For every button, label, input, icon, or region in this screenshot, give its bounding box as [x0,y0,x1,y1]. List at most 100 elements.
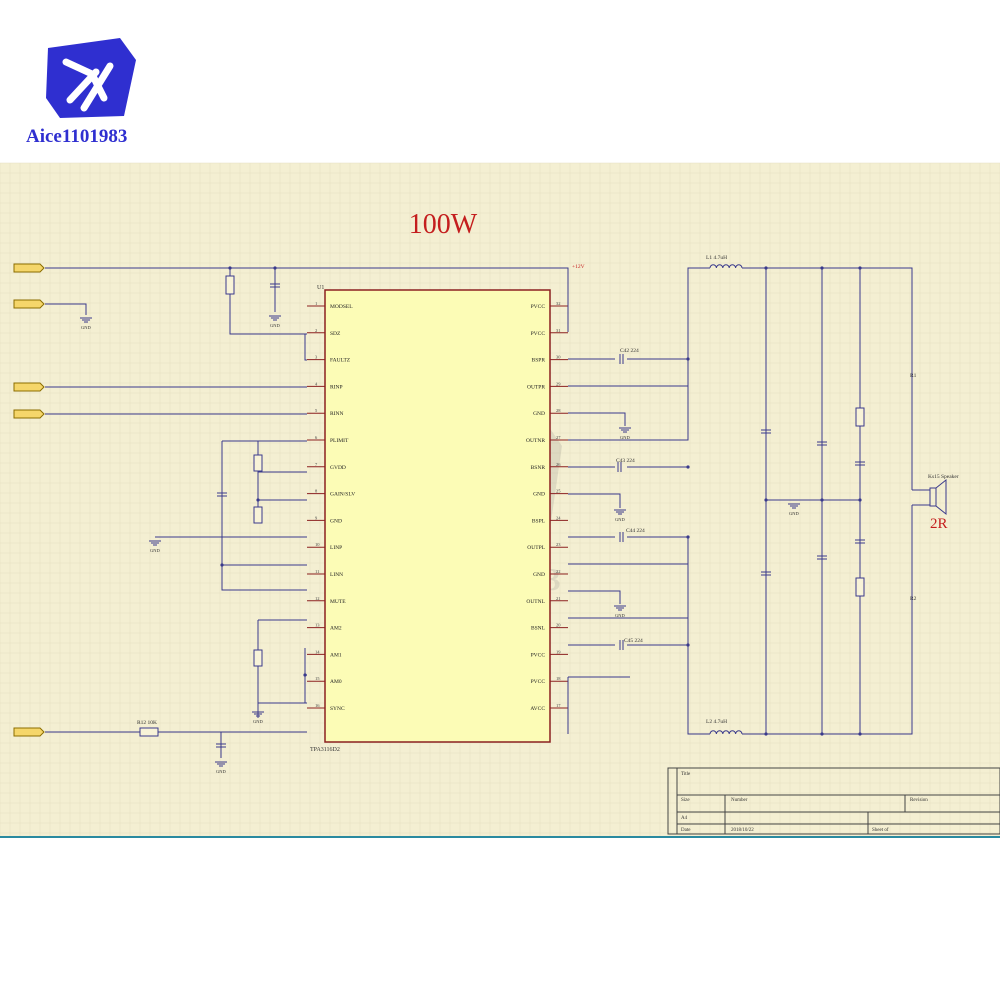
tb-date: Date [681,828,691,833]
svg-text:GND: GND [789,511,799,516]
chip-pin-num: 4 [315,381,318,386]
load-label: 2R [930,516,948,532]
chip-pin-num: 14 [315,649,320,654]
tb-sheet: Sheet of [872,828,889,833]
resistor-r8 [225,275,235,295]
chip-pin-num: 18 [556,676,561,681]
chip-pin-right: BSPL [532,518,546,524]
svg-text:GND: GND [270,323,280,328]
chip-pin-left: GVDD [330,465,346,471]
chip-pin-num: 25 [556,489,561,494]
inductor-l1 [709,264,743,269]
chip-pin-right: PVCC [531,679,546,685]
chip-pin-num: 17 [556,703,561,708]
input-port-gnd [13,299,45,309]
junction-dot [686,465,690,469]
chip-pin-left: SDZ [330,331,341,337]
chip-pin-right: OUTNL [526,599,545,605]
cap-bspr-label: C42 224 [620,348,639,354]
capacitor-c39 [217,492,227,497]
chip-pin-num: 7 [315,462,318,467]
chip-pin-right: AVCC [530,706,545,712]
svg-text:GND: GND [81,325,91,330]
chip-pin-num: 13 [315,623,320,628]
junction-dot [686,643,690,647]
chip-ref: U1 [317,285,324,291]
input-port-sync [13,727,45,737]
chip-pin-num: 32 [556,301,561,306]
chip-pin-left: FAULTZ [330,358,351,364]
chip-pin-left: MODSEL [330,304,353,310]
chip-pin-left: RINP [330,384,343,390]
chip-pin-num: 20 [556,623,561,628]
ground-icon: GND [614,605,626,618]
chip-pin-left: LINN [330,572,343,578]
capacitor-c42 [619,354,624,364]
chip-pin-num: 28 [556,408,561,413]
chip-pin-num: 11 [315,569,319,574]
chip-pin-num: 5 [315,408,318,413]
sync-resistor-label: R12 10K [137,720,157,726]
input-port-vcc [13,263,45,273]
ground-icon: GND [619,427,631,440]
capacitor-c48 [817,441,827,446]
logo-text: Aice1101983 [26,126,127,147]
inductor-l2-label: L2 4.7uH [706,719,727,725]
chip-pin-num: 26 [556,462,561,467]
resistor-r10 [253,649,263,667]
chip-pin-num: 10 [315,542,320,547]
resistor-r21 [855,577,865,597]
speaker-label: Ks15 Speaker [928,474,959,480]
chip-pin-num: 19 [556,649,561,654]
chip-pin-right: PVCC [531,331,546,337]
brand-logo: Aice1101983 [26,38,136,147]
chip-pin-left: MUTE [330,599,346,605]
capacitor-c44 [619,532,624,542]
chip-pin-left: RINN [330,411,343,417]
tb-number: Number [731,798,748,803]
svg-text:GND: GND [615,613,625,618]
chip-pin-left: AM2 [330,626,342,632]
resistor-r9 [253,506,263,524]
chip-pin-num: 9 [315,515,318,520]
tb-size: Size [681,798,690,803]
chip-pin-left: LINP [330,545,342,551]
inductor-l1-label: L1 4.7uH [706,255,727,261]
chip-pin-num: 23 [556,542,561,547]
junction-dot [820,266,824,270]
junction-dot [303,673,307,677]
resistor-r12 [139,727,159,737]
chip-pin-num: 3 [315,355,318,360]
schematic-title: 100W [409,209,478,240]
speaker-icon [929,478,947,516]
inductor-l2 [709,730,743,735]
junction-dot [858,266,862,270]
chip-part: TPA3116D2 [310,747,340,753]
svg-text:GND: GND [620,435,630,440]
chip-pin-num: 2 [315,328,317,333]
capacitor-c47 [761,571,771,576]
chip-pin-num: 24 [556,515,561,520]
chip-pin-num: 27 [556,435,561,440]
capacitor-c51 [855,539,865,544]
r1-label: R1 [910,373,917,379]
tb-title: Title [681,772,691,777]
chip-pin-left: SYNC [330,706,345,712]
amplifier-chip [324,289,551,743]
junction-dot [256,498,260,502]
chip-pin-right: PVCC [531,652,546,658]
ground-icon: GND [252,711,264,724]
svg-text:GND: GND [615,517,625,522]
tb-size-val: A4 [681,816,688,821]
chip-pin-num: 16 [315,703,320,708]
chip-pin-num: 21 [556,596,561,601]
junction-dot [273,266,277,270]
chip-pin-num: 30 [556,355,561,360]
chip-pin-right: OUTNR [526,438,545,444]
capacitor-c41 [270,283,280,288]
capacitor-c40 [216,743,226,748]
resistor-r20 [855,407,865,427]
chip-pin-num: 22 [556,569,561,574]
